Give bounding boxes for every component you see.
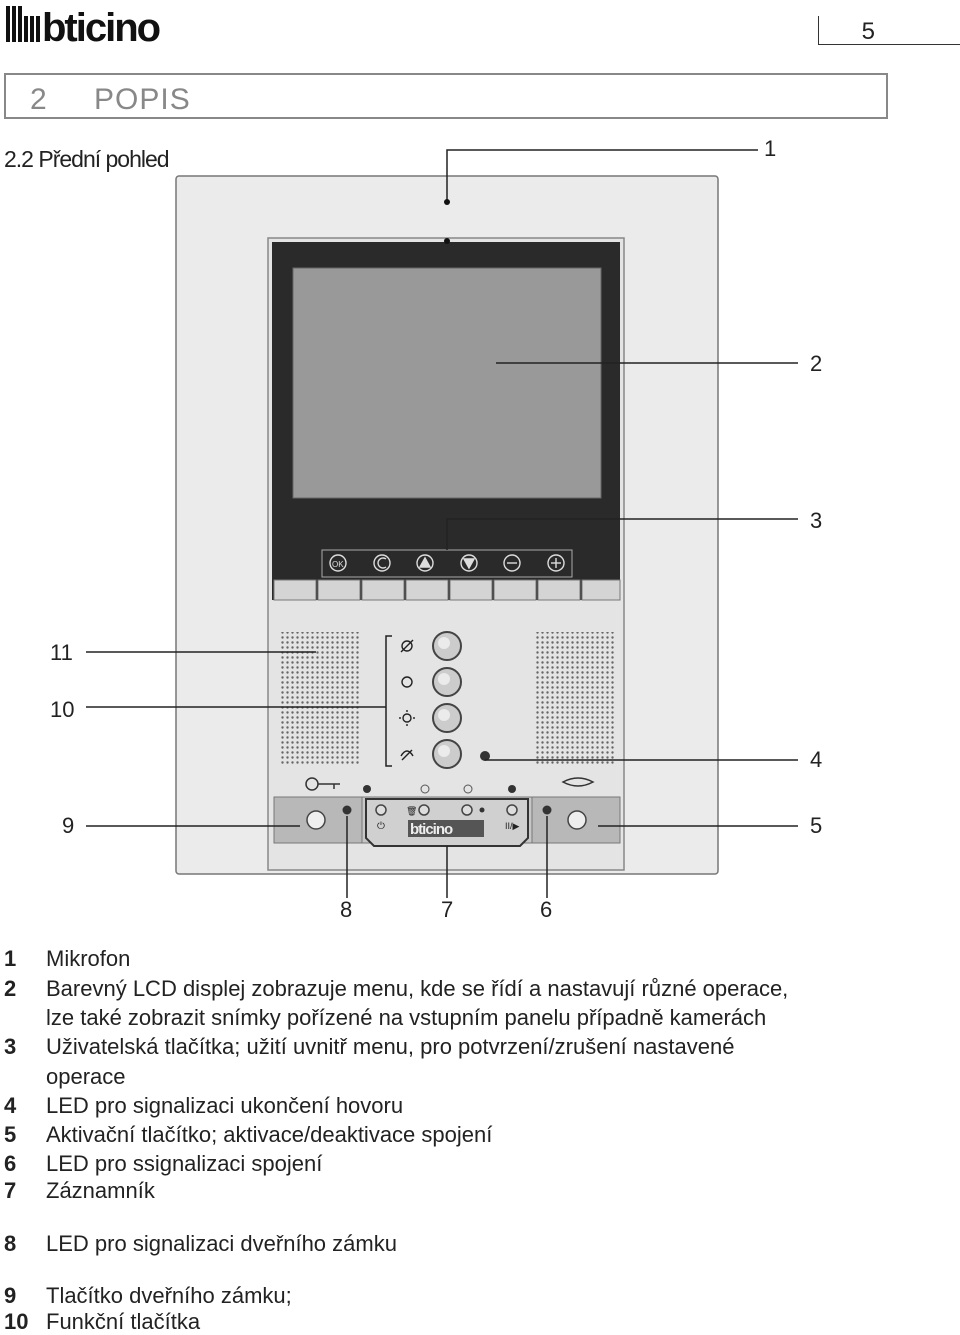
section-number: 2 (30, 83, 47, 116)
callout-8: 8 (340, 897, 353, 922)
minus-icon (503, 554, 521, 572)
callout-9: 9 (62, 813, 75, 838)
soft-button-4 (405, 579, 449, 601)
soft-button-3 (361, 579, 405, 601)
phone-icon (400, 749, 414, 761)
lcd-display (292, 267, 602, 499)
callout-2: 2 (810, 351, 823, 376)
down-triangle-icon (460, 554, 478, 572)
callout-11: 11 (50, 640, 73, 665)
phone-off-icon (400, 639, 414, 653)
callout-1: 1 (764, 136, 777, 161)
soft-button-6 (493, 579, 537, 601)
device-diagram: OK (86, 149, 798, 898)
leader-3 (446, 518, 798, 550)
svg-text:⏻: ⏻ (377, 821, 385, 832)
soft-button-2 (317, 579, 361, 601)
callout-5: 5 (810, 813, 823, 838)
bticino-logo: bticino (4, 2, 196, 44)
connection-led (542, 805, 552, 815)
legend-item-3-cont: operace (46, 1064, 126, 1089)
legend-item-2-cont: lze také zobrazit snímky pořízené na vst… (46, 1005, 767, 1030)
callout-7: 7 (441, 897, 454, 922)
bottom-logo-bg (408, 820, 484, 837)
callout-6: 6 (540, 897, 553, 922)
section-title: POPIS (94, 83, 191, 116)
c-icon (373, 554, 391, 572)
up-triangle-icon (416, 554, 434, 572)
callout-10: 10 (50, 697, 75, 722)
key-icon (305, 777, 340, 791)
page-number-box: 5 (818, 16, 960, 45)
speaker-grille-left (280, 632, 360, 764)
soft-button-5 (449, 579, 493, 601)
end-call-led (480, 751, 490, 761)
soft-button-1 (273, 579, 317, 601)
door-lock-led (342, 805, 352, 815)
microphone (444, 238, 450, 244)
user-button-icon-strip (321, 549, 573, 578)
svg-text:OK: OK (332, 560, 344, 569)
subsection-title: 2.2 Přední pohled (4, 146, 170, 172)
svg-text:bticino: bticino (410, 821, 453, 838)
svg-text:🗑: 🗑 (406, 806, 417, 816)
sun-icon (399, 710, 415, 726)
callout-4: 4 (810, 747, 823, 772)
page-number: 5 (861, 18, 875, 45)
soft-button-7 (537, 579, 581, 601)
circle-icon (401, 676, 413, 688)
speaker-grille-right (534, 632, 614, 764)
svg-text:bticino: bticino (42, 6, 160, 44)
svg-text:II/▶: II/▶ (505, 821, 520, 831)
plus-icon (547, 554, 565, 572)
soft-button-8 (581, 579, 621, 601)
section-header: 2 POPIS (4, 73, 888, 119)
leader-1 (446, 149, 758, 202)
callout-3: 3 (810, 508, 823, 533)
ok-icon (329, 554, 347, 572)
mouth-icon (561, 777, 595, 787)
